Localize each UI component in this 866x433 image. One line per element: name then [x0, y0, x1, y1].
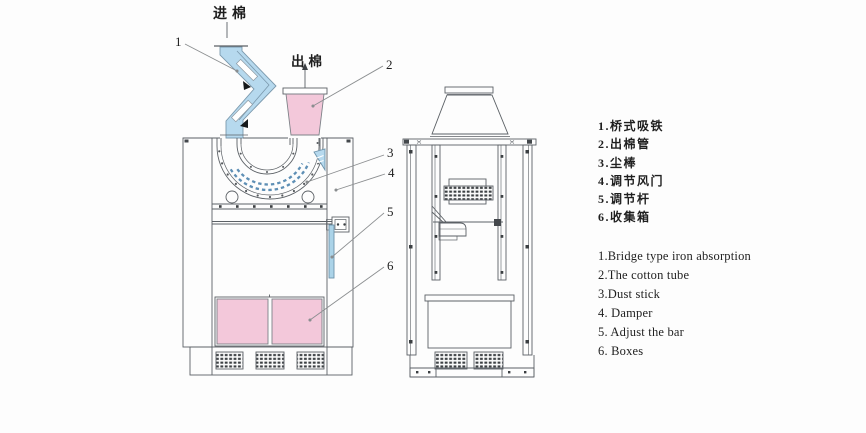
- adjust-rod: [212, 216, 350, 279]
- legend-chinese: 1.桥式吸铁 2.出棉管 3.尘棒 4.调节风门 5.调节杆 6.收集箱: [598, 117, 751, 227]
- legend-item-en-3: 3.Dust stick: [598, 286, 661, 301]
- tick-band: [212, 203, 327, 210]
- side-lower-box: [424, 294, 515, 349]
- legend-english: 1.Bridge type iron absorption 2.The cott…: [598, 247, 751, 361]
- callout-number-6: 6: [387, 258, 394, 273]
- legend-item-zh-3: 3.尘棒: [598, 155, 638, 170]
- legend-item-zh-2: 2.出棉管: [598, 137, 651, 152]
- legend-item-zh-6: 6.收集箱: [598, 210, 651, 225]
- side-hood: [430, 86, 510, 137]
- legend-item-zh-5: 5.调节杆: [598, 192, 651, 207]
- side-vent-grilles: [434, 351, 504, 370]
- callout-number-2: 2: [386, 57, 393, 72]
- outlet-arrow-icon: [302, 63, 308, 88]
- inlet-flow-label: 进棉: [213, 7, 251, 22]
- legend-item-zh-1: 1.桥式吸铁: [598, 119, 665, 133]
- roller-circles: [225, 190, 315, 204]
- legend-item-en-2: 2.The cotton tube: [598, 267, 690, 282]
- legend: 1.桥式吸铁 2.出棉管 3.尘棒 4.调节风门 5.调节杆 6.收集箱 1.B…: [598, 117, 751, 361]
- dust-stick-arc: [216, 138, 324, 200]
- side-frame: [402, 138, 537, 356]
- legend-item-en-6: 6. Boxes: [598, 343, 644, 358]
- callout-number-5: 5: [387, 204, 394, 219]
- magnet-slot: [231, 99, 253, 123]
- legend-item-en-4: 4. Damper: [598, 305, 653, 320]
- legend-item-zh-4: 4.调节风门: [598, 173, 665, 188]
- side-base: [409, 355, 535, 378]
- side-view-drawing: [402, 86, 537, 378]
- callout-leader-lines: [184, 43, 386, 322]
- damper: [289, 138, 326, 172]
- flow-arrow-icon: [243, 81, 251, 90]
- front-vent-grilles: [215, 351, 325, 370]
- collection-boxes: [214, 294, 325, 347]
- side-grille: [443, 178, 494, 205]
- front-cabinet: [182, 137, 354, 376]
- outlet-funnel: [282, 87, 328, 136]
- callout-number-4: 4: [388, 165, 395, 180]
- flow-arrow-icon: [240, 119, 248, 128]
- callout-number-1: 1: [175, 34, 182, 49]
- callout-number-3: 3: [387, 145, 394, 160]
- inlet-duct: [214, 45, 277, 139]
- front-view-drawing: [182, 22, 354, 376]
- legend-item-en-1: 1.Bridge type iron absorption: [598, 248, 751, 263]
- legend-item-en-5: 5. Adjust the bar: [598, 324, 685, 339]
- outlet-flow-label: 出棉: [291, 54, 326, 69]
- magnet-slot: [235, 58, 259, 82]
- side-mechanism: [431, 205, 503, 241]
